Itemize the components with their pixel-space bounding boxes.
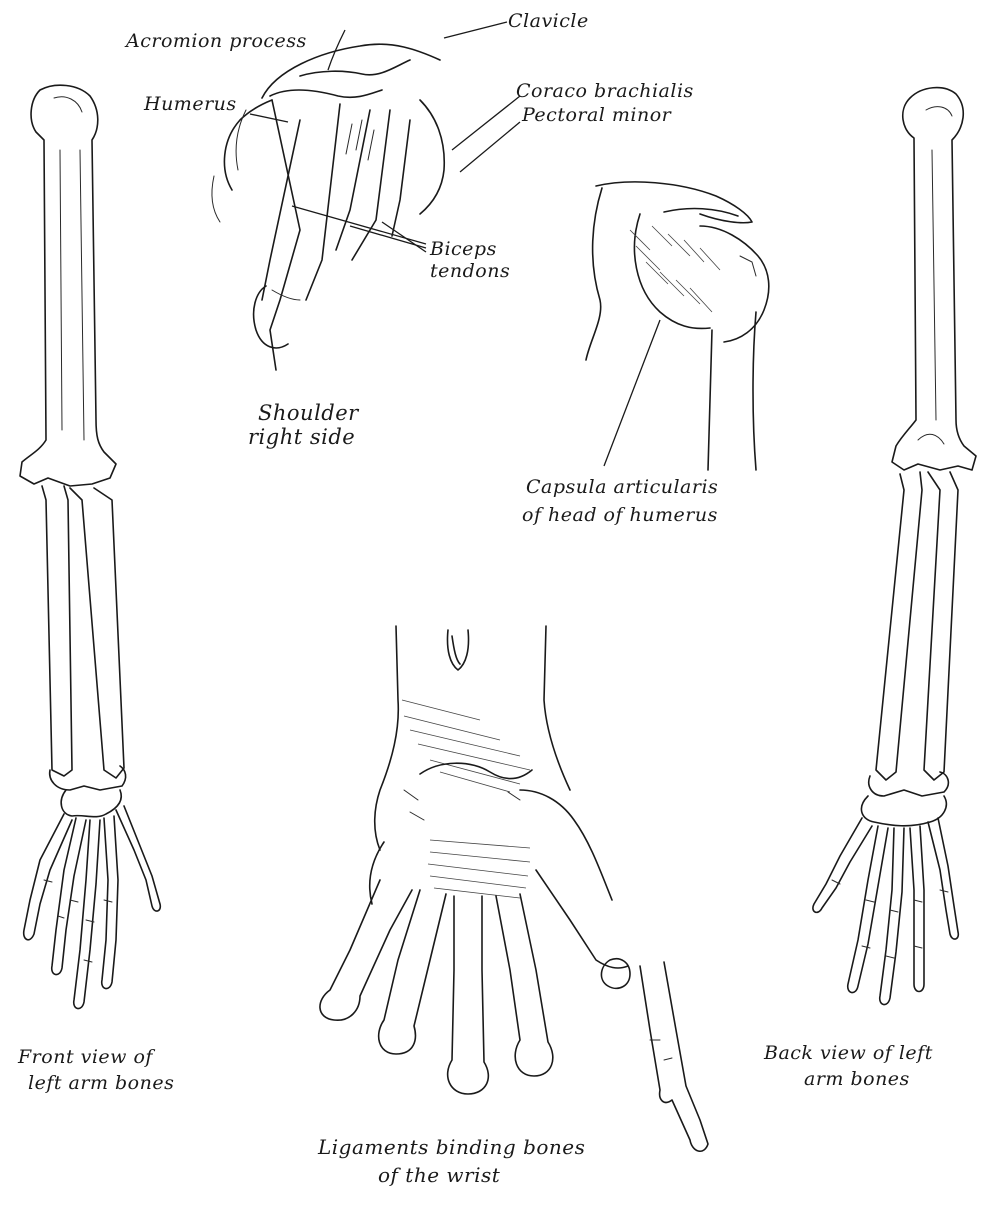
forearm-front xyxy=(42,486,126,790)
radius-outline xyxy=(375,626,399,850)
label-capsula-articularis: Capsula articularis xyxy=(526,476,718,499)
label-shoulder: Shoulder xyxy=(258,402,359,425)
label-left-arm-bones: left arm bones xyxy=(28,1072,174,1095)
wrist-figure xyxy=(320,626,708,1151)
pectoral-leader xyxy=(460,122,520,172)
label-biceps: Biceps xyxy=(430,238,497,261)
label-acromion-process: Acromion process xyxy=(126,30,307,53)
clavicle-leader xyxy=(444,22,507,38)
label-ligaments-binding: Ligaments binding bones xyxy=(318,1136,585,1159)
label-clavicle: Clavicle xyxy=(508,10,589,33)
capsule-leader xyxy=(604,320,660,466)
shoulder-figure xyxy=(212,44,444,370)
label-pectoral-minor: Pectoral minor xyxy=(522,104,671,127)
label-arm-bones: arm bones xyxy=(804,1068,910,1091)
label-front-view: Front view of xyxy=(18,1046,153,1069)
forearm-back xyxy=(869,472,958,796)
label-head-of-humerus: of head of humerus xyxy=(522,504,718,527)
hand-back xyxy=(813,796,958,1005)
coraco-leader xyxy=(452,96,520,150)
label-humerus: Humerus xyxy=(144,93,237,116)
label-right-side: right side xyxy=(248,426,355,449)
humerus-leader xyxy=(250,114,288,122)
humerus-back xyxy=(892,88,976,470)
hand-front xyxy=(24,790,161,1009)
front-arm-bones-figure xyxy=(20,85,160,1008)
label-tendons: tendons xyxy=(430,260,510,283)
humerus-front xyxy=(20,85,116,486)
label-back-view: Back view of left xyxy=(764,1042,933,1065)
label-of-the-wrist: of the wrist xyxy=(378,1164,500,1187)
label-coraco-brachialis: Coraco brachialis xyxy=(516,80,694,103)
back-arm-bones-figure xyxy=(813,88,976,1005)
capsule-figure xyxy=(586,182,769,470)
